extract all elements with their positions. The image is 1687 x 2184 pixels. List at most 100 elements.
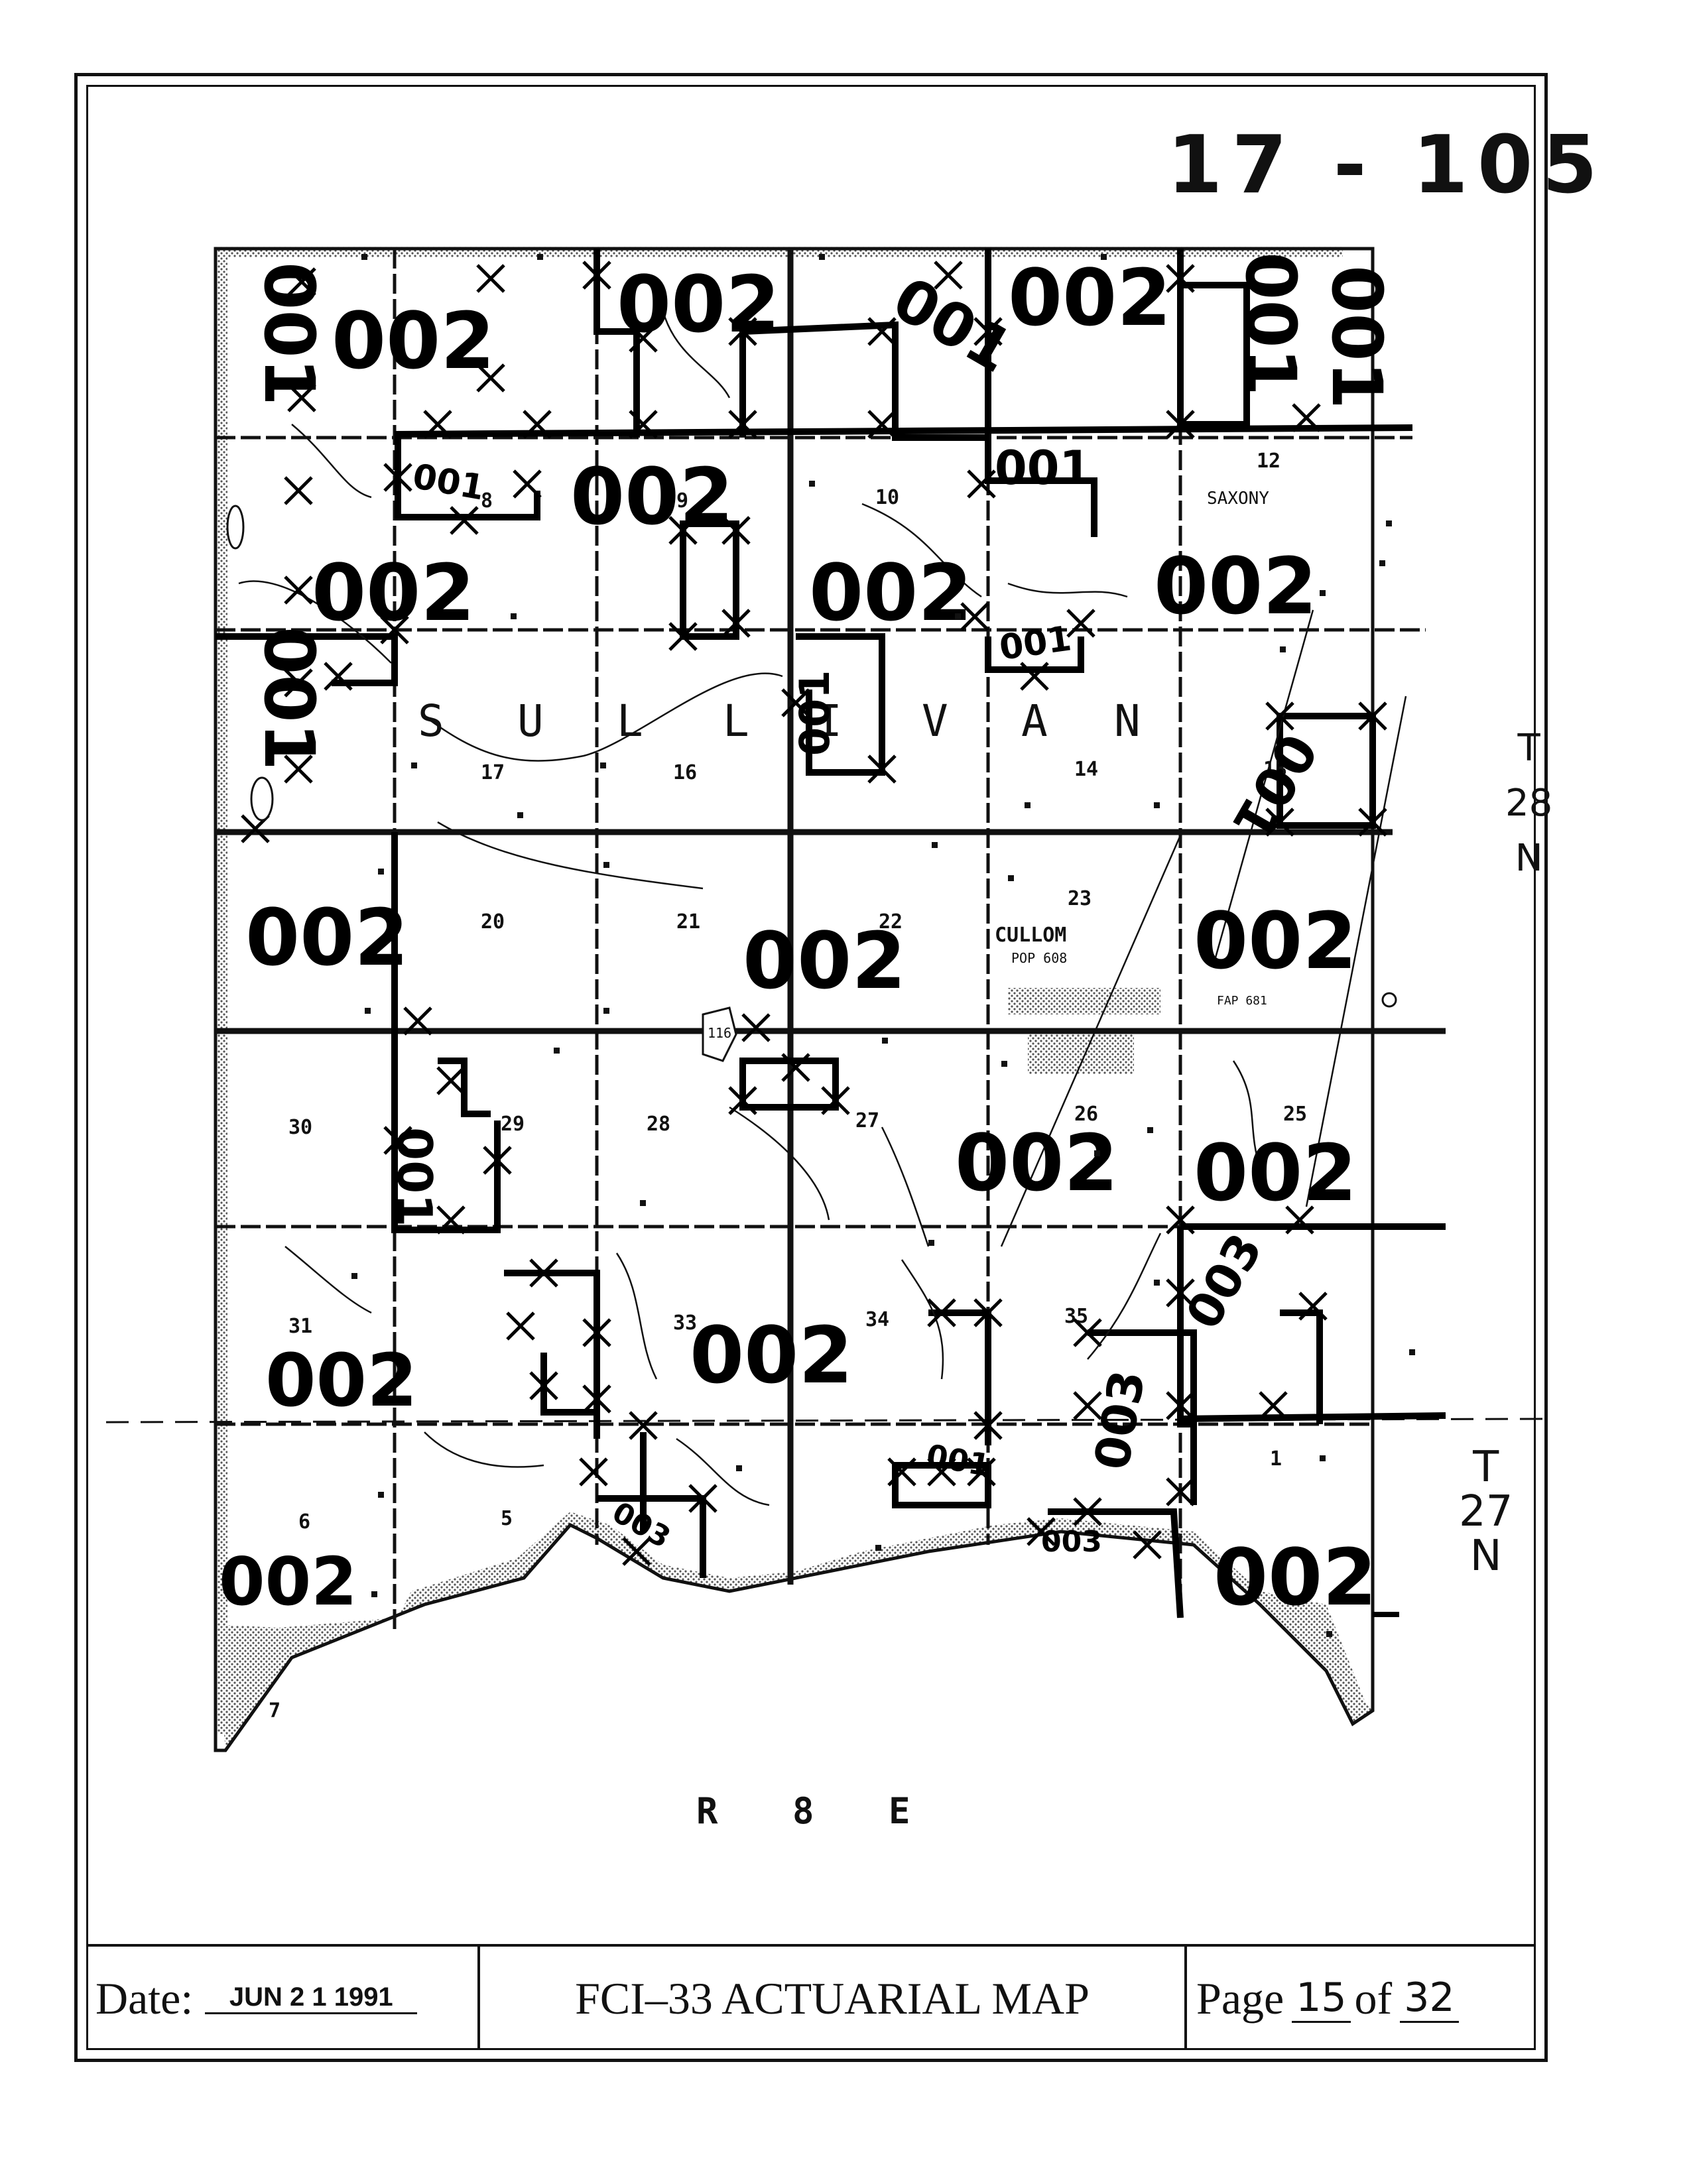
structure-markers: [351, 254, 1415, 1637]
township-letter: N: [1114, 696, 1141, 747]
footer-date: Date: JUN 2 1 1991: [86, 1947, 477, 2050]
route-marker: [1381, 992, 1397, 1008]
inner-frame: [86, 85, 1536, 2050]
section-number: 9: [676, 489, 688, 513]
section-number: 35: [1064, 1305, 1088, 1328]
township-number: 28: [1505, 781, 1553, 825]
page-total: 32: [1400, 1974, 1459, 2023]
rating-code: 002: [617, 259, 780, 350]
route-116-label: 116: [708, 1025, 731, 1041]
town-shading-1: [1008, 988, 1160, 1014]
town-saxony: SAXONY: [1207, 489, 1269, 509]
township-letter: S: [418, 696, 444, 747]
section-number: 34: [865, 1308, 889, 1331]
section-number: 13: [1263, 758, 1287, 781]
section-number: 16: [673, 761, 697, 784]
section-number: 30: [288, 1116, 312, 1139]
township-name: S U L L I V A N: [418, 696, 1141, 747]
map-id: 17 - 105: [1167, 119, 1607, 212]
rating-code: 002: [312, 547, 475, 638]
section-number: 8: [481, 489, 493, 513]
date-label: Date:: [95, 1972, 194, 2024]
footer-title: FCI–33 ACTUARIAL MAP: [477, 1947, 1184, 2050]
rating-code: 001: [997, 619, 1074, 668]
map-outline: [214, 247, 1375, 1752]
page-number: 15: [1292, 1974, 1351, 2023]
rating-code: 002: [1194, 1127, 1357, 1219]
rating-codes-002: 002 002 002 002 002 002 002 002 002 002 …: [219, 252, 1377, 1623]
rating-code: 001: [881, 264, 1024, 387]
route-marker: [250, 776, 274, 821]
section-number: 26: [1074, 1103, 1098, 1126]
section-number: 20: [481, 910, 505, 934]
township-t: T: [1473, 1443, 1499, 1492]
section-number: 12: [1257, 450, 1281, 473]
boundary-x-marks: [241, 261, 1387, 1566]
rating-code: 002: [265, 1338, 418, 1423]
shaded-strip-west: [216, 249, 227, 1734]
rating-code: 001: [249, 262, 330, 406]
date-value: JUN 2 1 1991: [205, 1982, 418, 2014]
rating-code: 002: [1008, 252, 1171, 343]
rating-code: 001: [249, 627, 330, 770]
section-number: 5: [501, 1507, 513, 1530]
rating-code: 002: [690, 1309, 853, 1401]
rating-code: 002: [570, 451, 733, 542]
township-letter: L: [723, 696, 749, 747]
route-116-shield: [702, 1006, 737, 1062]
town-cullom-pop: POP 608: [1011, 950, 1067, 966]
section-number: 10: [875, 486, 899, 509]
section-number: 23: [1068, 887, 1092, 910]
township-letter: A: [1021, 696, 1048, 747]
rating-code: 001: [995, 441, 1092, 495]
section-numbers: 10 12 14 13 16 17 20 21 22 23 26 27 25 2…: [269, 450, 1307, 1723]
roads-and-streams: [238, 311, 1407, 1506]
rating-code: 002: [1214, 1532, 1377, 1623]
township-letter: V: [922, 696, 948, 747]
route-marker: [226, 505, 245, 550]
rating-code: 002: [245, 892, 408, 983]
of-label: of: [1354, 1972, 1393, 2024]
section-number: 22: [879, 910, 903, 934]
river-shading: [216, 1512, 1373, 1750]
fap-route: FAP 681: [1217, 994, 1267, 1008]
rating-code: 002: [332, 295, 495, 387]
rating-code: 003: [1084, 1366, 1156, 1474]
township-letter: I: [816, 696, 842, 747]
rating-code: 002: [219, 1543, 357, 1620]
section-number: 6: [298, 1510, 310, 1534]
section-number: 27: [855, 1109, 879, 1132]
rating-code: 001: [1316, 265, 1397, 409]
section-number: 33: [673, 1311, 697, 1335]
rating-code: 002: [1194, 895, 1357, 987]
rating-codes-001: 001 001 001 001 001 001 001 001 001 001 …: [249, 252, 1397, 1484]
section-number: 28: [647, 1113, 670, 1136]
section-number: 7: [269, 1699, 281, 1723]
township-south-label: T 27 N: [1459, 1445, 1513, 1579]
rating-code: 001: [790, 670, 839, 756]
section-number: 1: [1270, 1447, 1282, 1471]
section-number: 29: [501, 1113, 525, 1136]
town-shading-2: [1028, 1034, 1134, 1074]
township-letter: L: [617, 696, 643, 747]
rating-code: 002: [1154, 540, 1317, 632]
township-n: N: [1469, 1532, 1502, 1581]
rating-code: 002: [809, 547, 972, 638]
range-label: R 8 E: [696, 1790, 937, 1832]
rating-code: 001: [410, 457, 487, 509]
rating-code: 001: [924, 1437, 993, 1484]
section-number: 25: [1283, 1103, 1307, 1126]
township-t: T: [1517, 727, 1540, 770]
town-cullom: CULLOM: [995, 924, 1066, 947]
footer-page: Page 15 of 32: [1184, 1947, 1536, 2050]
township-north-label: T 28 N: [1505, 729, 1552, 878]
section-number: 14: [1074, 758, 1098, 781]
outer-frame: [74, 73, 1548, 2062]
rating-code: 002: [955, 1117, 1118, 1209]
section-number: 17: [481, 761, 505, 784]
section-number: 21: [676, 910, 700, 934]
footer-bar: Date: JUN 2 1 1991 FCI–33 ACTUARIAL MAP …: [86, 1944, 1536, 2050]
township-number: 27: [1459, 1487, 1513, 1537]
page-label: Page: [1196, 1972, 1284, 2024]
